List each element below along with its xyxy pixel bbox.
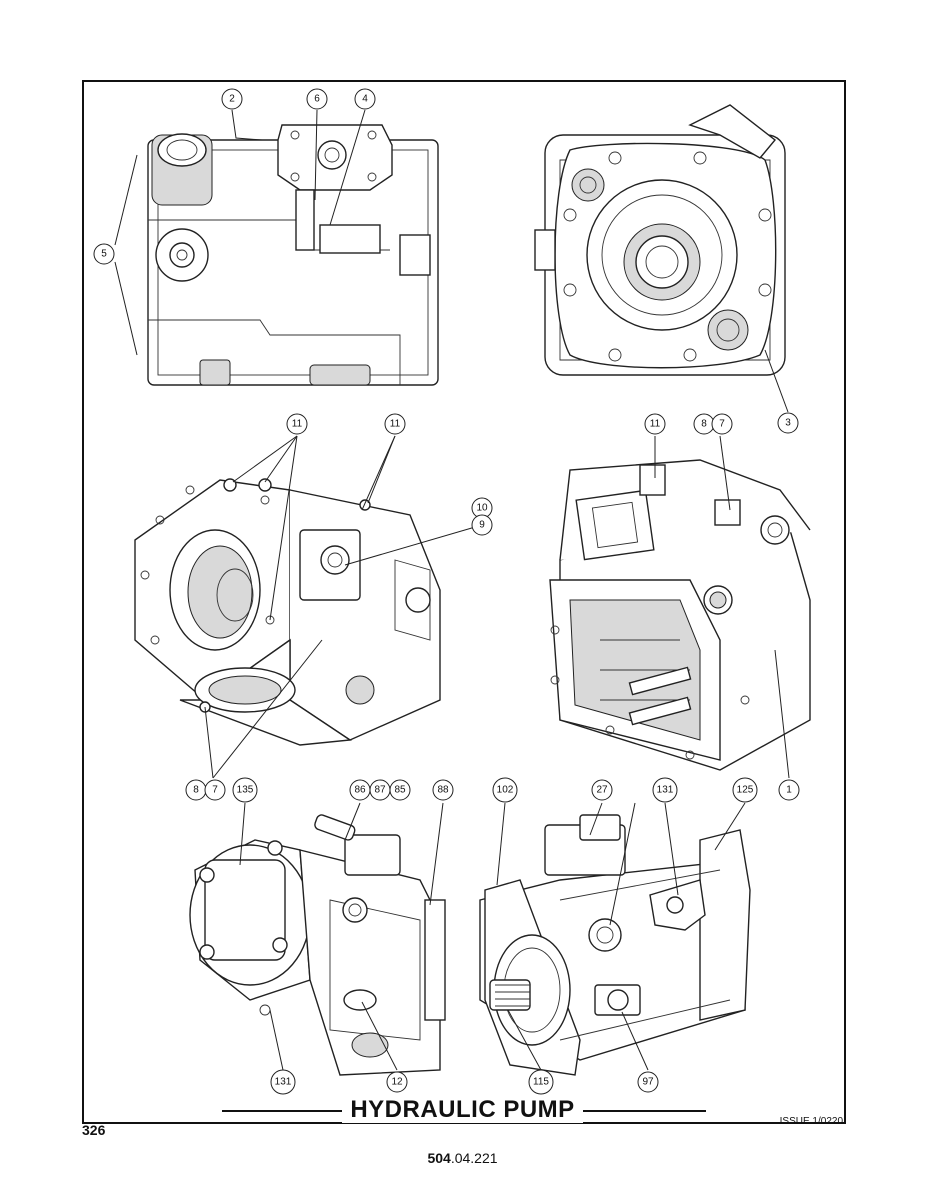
svg-text:1: 1 <box>786 785 792 796</box>
svg-text:6: 6 <box>314 94 320 105</box>
svg-text:88: 88 <box>437 785 449 796</box>
svg-text:8: 8 <box>701 419 707 430</box>
svg-text:10: 10 <box>476 503 488 514</box>
svg-text:11: 11 <box>650 419 661 430</box>
callout-3: 3 <box>777 412 799 434</box>
svg-text:9: 9 <box>479 520 485 531</box>
callout-88: 88 <box>432 779 454 801</box>
svg-text:97: 97 <box>642 1077 654 1088</box>
document-code: 504.04.221 <box>0 1150 925 1166</box>
svg-text:4: 4 <box>362 94 368 105</box>
pump-assembly-left <box>189 814 446 1076</box>
svg-text:11: 11 <box>390 419 401 430</box>
callout-131-b: 131 <box>652 777 678 803</box>
svg-text:85: 85 <box>394 785 406 796</box>
svg-text:115: 115 <box>533 1077 549 1088</box>
callout-1: 1 <box>778 779 800 801</box>
svg-text:3: 3 <box>785 418 791 429</box>
svg-text:7: 7 <box>212 785 218 796</box>
page-title: HYDRAULIC PUMP <box>0 1096 925 1124</box>
leader-lines <box>114 109 790 1071</box>
callout-7-b: 7 <box>711 413 733 435</box>
svg-text:87: 87 <box>374 785 386 796</box>
svg-text:8: 8 <box>193 785 199 796</box>
housing-isometric-left <box>134 478 441 746</box>
callout-8-a: 8 <box>185 779 207 801</box>
svg-text:135: 135 <box>237 785 254 796</box>
callout-11-a: 11 <box>286 413 308 435</box>
callout-115: 115 <box>528 1069 554 1095</box>
pump-face-view <box>534 104 786 376</box>
callout-135: 135 <box>232 777 258 803</box>
pump-assembly-right <box>479 814 751 1076</box>
svg-text:7: 7 <box>719 419 725 430</box>
housing-isometric-right <box>549 459 811 771</box>
callout-9: 9 <box>471 514 493 536</box>
drawing-frame <box>82 80 846 1124</box>
svg-text:27: 27 <box>596 785 608 796</box>
document-code-bold: 504 <box>427 1150 451 1166</box>
callout-27: 27 <box>591 779 613 801</box>
svg-text:131: 131 <box>657 785 674 796</box>
svg-text:125: 125 <box>737 785 754 796</box>
svg-text:131: 131 <box>275 1077 292 1088</box>
callout-8-b: 8 <box>693 413 715 435</box>
callout-5: 5 <box>93 243 115 265</box>
pump-housing-side-view <box>147 124 439 386</box>
callout-2: 2 <box>221 88 243 110</box>
svg-text:86: 86 <box>354 785 366 796</box>
svg-text:102: 102 <box>497 785 514 796</box>
callout-11-c: 11 <box>644 413 666 435</box>
document-code-rest: .04.221 <box>450 1150 498 1166</box>
callout-125: 125 <box>732 777 758 803</box>
svg-text:12: 12 <box>391 1077 403 1088</box>
svg-text:5: 5 <box>101 249 107 260</box>
svg-text:2: 2 <box>229 94 235 105</box>
callout-131-a: 131 <box>270 1069 296 1095</box>
page-number: 326 <box>82 1122 106 1138</box>
callout-11-b: 11 <box>384 413 406 435</box>
callout-7-a: 7 <box>204 779 226 801</box>
callout-6: 6 <box>306 88 328 110</box>
callout-87: 87 <box>369 779 391 801</box>
callout-97: 97 <box>637 1071 659 1093</box>
callout-102: 102 <box>492 777 518 803</box>
svg-text:11: 11 <box>292 419 303 430</box>
callout-85: 85 <box>389 779 411 801</box>
callout-86: 86 <box>349 779 371 801</box>
issue-label: ISSUE 1/0220 <box>779 1116 843 1127</box>
callout-12: 12 <box>386 1071 408 1093</box>
page-title-text: HYDRAULIC PUMP <box>342 1096 583 1123</box>
callout-4: 4 <box>354 88 376 110</box>
